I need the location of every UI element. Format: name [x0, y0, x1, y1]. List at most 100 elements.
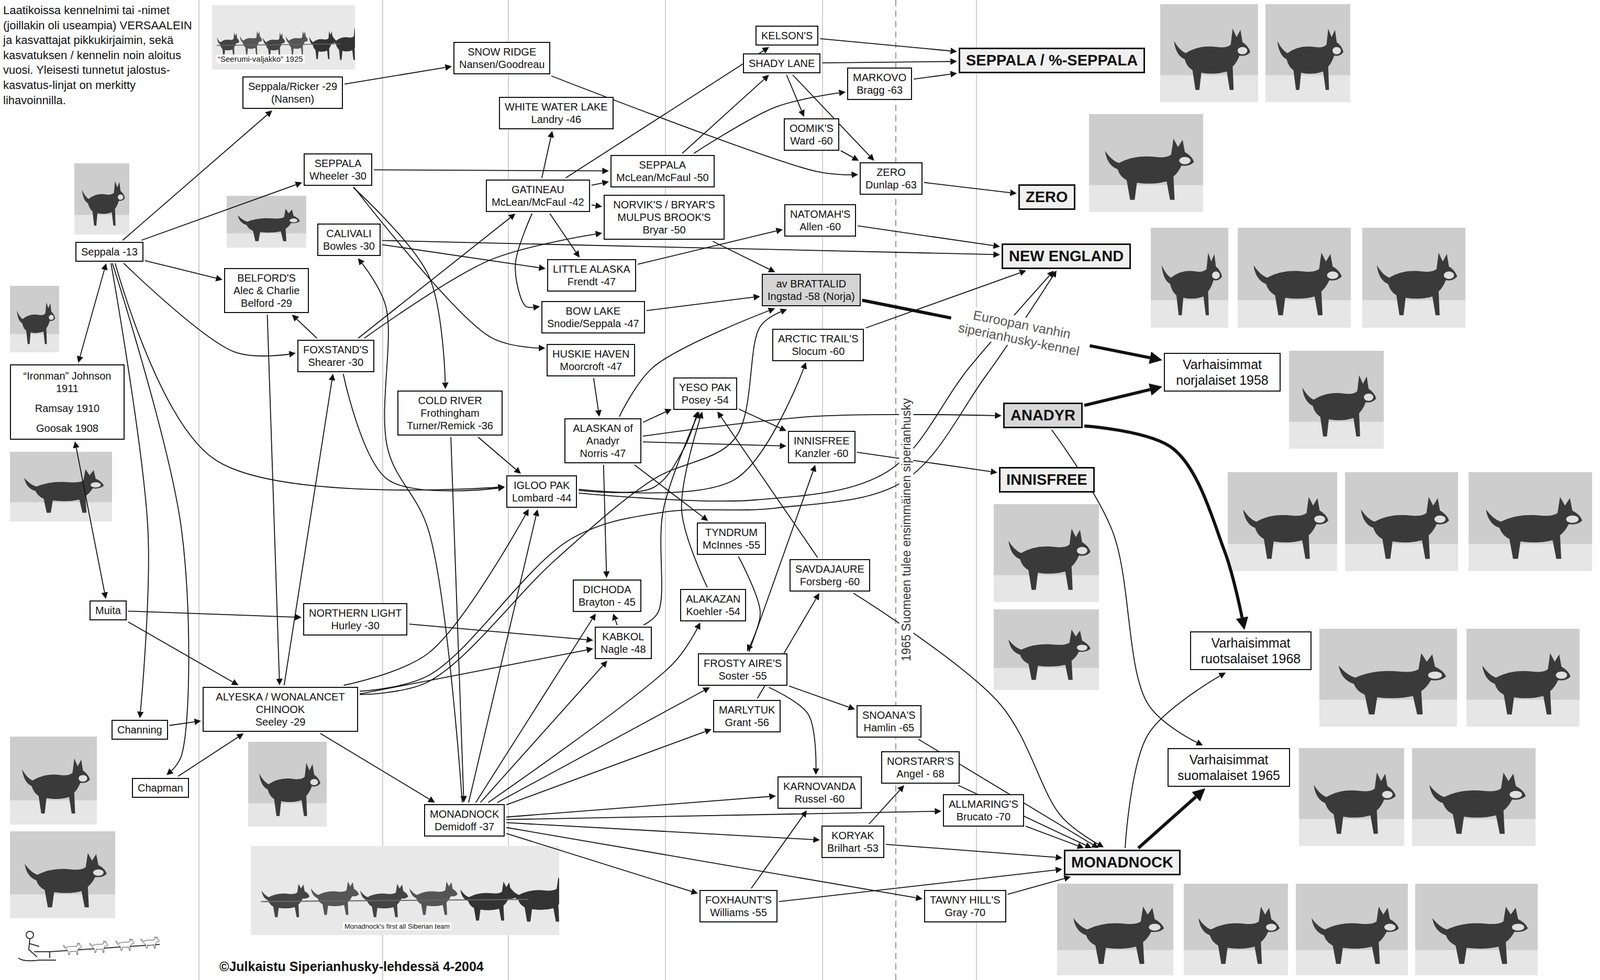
musher-body	[28, 938, 50, 959]
kennel-box: FOXHAUNT'SWilliams -55	[699, 890, 778, 923]
lineage-arrow	[115, 263, 498, 491]
breeder-text: Allen -60	[790, 220, 851, 233]
breeder-text: Ward -60	[789, 134, 834, 148]
lineage-arrow	[128, 621, 233, 683]
lineage-arrow	[786, 74, 802, 111]
kennel-box: ALAKAZANKoehler -54	[680, 589, 747, 622]
lineage-arrow	[857, 452, 992, 472]
kennel-box: SEPPALAWheeler -30	[303, 153, 373, 186]
lineage-arrow	[591, 204, 596, 206]
kennel-box: Seppala/Ricker -29(Nansen)	[242, 76, 343, 109]
country-box: Varhaisimmat norjalaiset 1958	[1163, 352, 1281, 392]
photos	[9, 4, 1593, 976]
breeder-text: Forsberg -60	[795, 575, 865, 588]
dog-photo	[226, 195, 307, 248]
lineage-arrow	[141, 184, 296, 241]
kennel-box: TAWNY HILL'SGray -70	[924, 890, 1007, 923]
kennel-name: ALYESKA / WONALANCET CHINOOK	[208, 690, 353, 716]
breeder-text: Moorcroft -47	[552, 360, 630, 373]
lineage-arrow	[506, 796, 770, 817]
dog-photo	[993, 504, 1099, 603]
kennel-box: MARLYTUKGrant -56	[713, 700, 781, 733]
kennel-name: av BRATTALID	[767, 277, 855, 291]
breeder-box: Channing	[111, 719, 169, 740]
breeder-text: Frothingham Turner/Remick -36	[403, 406, 497, 432]
lineage-arrow	[515, 213, 534, 308]
kennel-box: FOXSTAND'SShearer -30	[297, 339, 375, 373]
connectors	[76, 38, 1243, 902]
dog-photo	[1237, 227, 1351, 328]
lineage-arrow	[751, 815, 804, 889]
dog-photo	[74, 163, 130, 235]
lineage-arrow	[646, 297, 754, 311]
kennel-box: NATOMAH'SAllen -60	[784, 204, 857, 237]
breeder-text: Goosak 1908	[16, 421, 119, 435]
breeder-text: Kanzler -60	[793, 447, 850, 460]
kennel-box: SEPPALAMcLean/McFaul -50	[610, 154, 715, 188]
kennel-name: SEPPALA	[616, 158, 709, 172]
sled-dog	[140, 936, 160, 949]
kennel-name: Varhaisimmat norjalaiset 1958	[1169, 356, 1275, 388]
lineage-arrow	[497, 690, 705, 803]
kennel-name: Varhaisimmat suomalaiset 1965	[1173, 751, 1285, 784]
kennel-box: NORSTARR'SAngel - 68	[881, 751, 960, 784]
dog-photo	[1057, 883, 1174, 976]
dog-photo	[9, 831, 116, 919]
breeder-text: Nansen/Goodreau	[459, 58, 545, 71]
kennel-box: TYNDRUMMcInnes -55	[696, 522, 766, 555]
lineage-arrow	[642, 441, 780, 447]
grid-line	[198, 0, 200, 980]
breeder-text: Alec & Charlie Belford -29	[229, 284, 304, 310]
lineage-arrow	[112, 263, 190, 771]
kennel-box: COLD RIVERFrothingham Turner/Remick -36	[397, 390, 503, 436]
edge-label: Euroopan vanhin siperianhusky-kennel	[948, 303, 1093, 361]
lineage-arrow	[821, 61, 951, 64]
lineage-arrow	[506, 811, 935, 820]
breeder-text: Ramsay 1910	[16, 402, 119, 415]
kennel-box: BELFORD'SAlec & Charlie Belford -29	[224, 268, 309, 314]
dog-photo	[9, 736, 97, 825]
kennel-name: “Ironman” Johnson 1911	[16, 369, 119, 395]
kennel-name: Varhaisimmat ruotsalaiset 1968	[1195, 635, 1306, 667]
breeder-text: Brayton - 45	[578, 595, 636, 609]
breeder-box: “Ironman” Johnson 1911Ramsay 1910Goosak …	[9, 364, 125, 440]
breed-line-box: ANADYR	[1003, 402, 1083, 429]
kennel-box: NORTHERN LIGHTHurley -30	[303, 603, 408, 636]
dog-photo	[1295, 883, 1408, 976]
kennel-name: KABKOL	[600, 630, 647, 643]
lineage-arrow	[506, 822, 814, 840]
kennel-name: Muita	[95, 604, 121, 617]
year-line	[895, 0, 897, 980]
dog-photo	[1415, 883, 1538, 976]
lineage-arrow	[615, 619, 617, 626]
kennel-name: NATOMAH'S	[790, 207, 851, 221]
breeder-text: McLean/McFaul -50	[616, 171, 709, 184]
breed-line-box: MONADNOCK	[1063, 849, 1181, 876]
breeder-text: Lombard -44	[512, 491, 572, 505]
lineage-arrow	[682, 79, 765, 154]
kennel-name: MONADNOCK	[1071, 853, 1174, 872]
sled-dog	[89, 940, 108, 953]
kennel-name: ARCTIC TRAIL'S	[778, 332, 859, 346]
lineage-arrow	[382, 240, 994, 255]
kennel-box: ALLMARING'SBrucato -70	[942, 794, 1025, 827]
lineage-arrow	[80, 269, 105, 357]
breeder-text: Shearer -30	[303, 356, 369, 369]
lineage-arrow	[506, 833, 692, 892]
lineage-arrow	[284, 380, 332, 686]
breed-line-box: NEW ENGLAND	[1001, 243, 1131, 270]
lineage-arrow	[344, 67, 446, 85]
kennel-name: NEW ENGLAND	[1008, 247, 1124, 266]
photo-caption: Monadnock's first all Siberian team	[342, 922, 452, 931]
kennel-box: SHADY LANE	[742, 53, 821, 74]
kennel-name: FOXHAUNT'S	[705, 893, 772, 907]
kennel-box: ALYESKA / WONALANCET CHINOOKSeeley -29	[202, 686, 359, 732]
kennel-name: Seppala -13	[81, 245, 138, 259]
breeder-text: Russel -60	[783, 792, 857, 806]
kennel-box: WHITE WATER LAKELandry -46	[498, 96, 614, 130]
breeder-text: Hurley -30	[308, 619, 402, 632]
kennel-name: KARNOVANDA	[783, 780, 857, 793]
kennel-name: FROSTY AIRE'S	[703, 657, 782, 670]
lineage-arrow	[924, 182, 1011, 193]
